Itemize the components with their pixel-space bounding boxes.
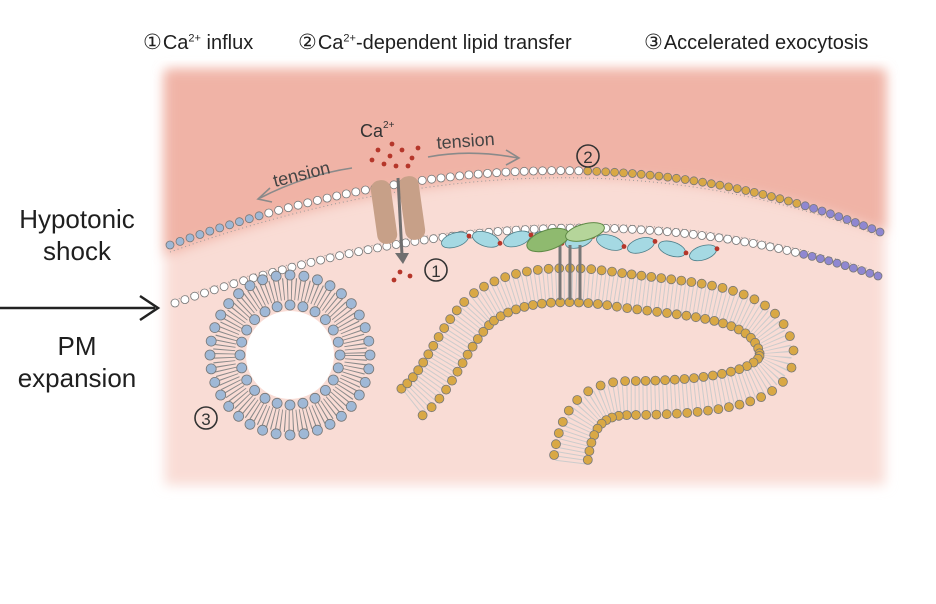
plasma-membrane (165, 166, 885, 308)
pm-expansion-line1: PM (57, 331, 97, 361)
hypotonic-shock-label: Hypotonic shock (4, 203, 150, 267)
legend-item-3: ③Accelerated exocytosis (644, 31, 869, 54)
tension-label-right: tension (436, 129, 495, 153)
expansion-arrow (0, 294, 161, 322)
hypotonic-shock-line1: Hypotonic (19, 204, 135, 234)
marker-2: 2 (576, 144, 600, 168)
legend-item-1: ①Ca2+ influx (143, 31, 254, 54)
tension-arrow-right (427, 152, 519, 159)
marker-3: 3 (194, 406, 218, 430)
pm-expansion-label: PM expansion (4, 330, 150, 394)
pm-expansion-line2: expansion (17, 363, 137, 393)
marker-1: 1 (424, 258, 448, 282)
tension-arrow-left (259, 167, 353, 199)
svg-text:1: 1 (431, 262, 440, 281)
svg-text:2: 2 (583, 148, 592, 167)
legend-item-2: ②Ca2+-dependent lipid transfer (298, 31, 572, 54)
calcium-label: Ca2+ (360, 120, 395, 141)
extracellular-region (165, 70, 885, 255)
tether-protein (526, 222, 605, 300)
svg-text:3: 3 (201, 410, 210, 429)
vesicle (204, 269, 376, 441)
calcium-ions (369, 141, 421, 283)
calcium-channel (370, 176, 426, 264)
hypotonic-shock-line2: shock (43, 236, 111, 266)
er-membrane (396, 263, 799, 467)
